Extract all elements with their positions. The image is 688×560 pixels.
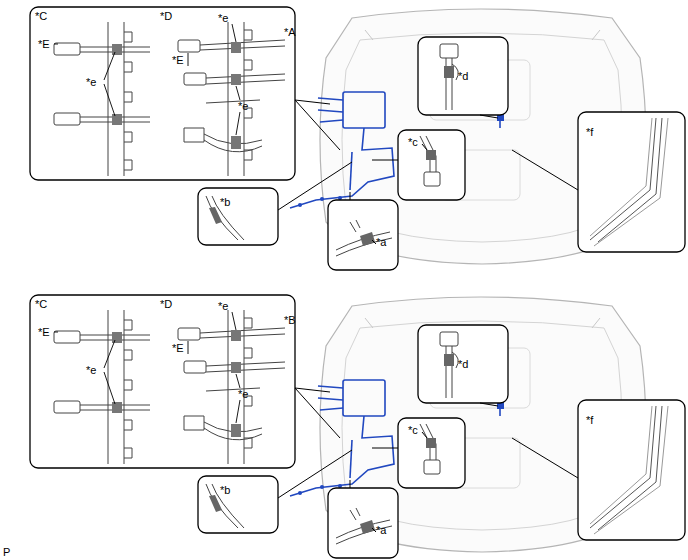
- upper-view: [30, 7, 685, 270]
- callout-label: *c: [408, 136, 418, 148]
- callout-label: *c: [408, 424, 418, 436]
- callout-label: *E: [172, 54, 184, 66]
- callout-label: *e: [86, 364, 96, 376]
- callout-label: *f: [586, 126, 593, 138]
- callout-label: *E: [38, 326, 50, 338]
- callout-label: *E: [38, 38, 50, 50]
- callout-label: *b: [220, 484, 230, 496]
- callout-label: *E: [172, 342, 184, 354]
- callout-label: *e: [238, 388, 248, 400]
- callout-label: *C: [35, 298, 47, 310]
- callout-label: *e: [238, 100, 248, 112]
- callout-label: *D: [160, 10, 172, 22]
- callout-label: *a: [376, 236, 386, 248]
- callout-label: *d: [458, 358, 468, 370]
- callout-label: *f: [586, 414, 593, 426]
- callout-label: *a: [376, 524, 386, 536]
- callout-label: P: [3, 546, 10, 558]
- callout-label: *e: [218, 300, 228, 312]
- callout-label: *B: [284, 314, 296, 326]
- callout-label: *A: [284, 26, 296, 38]
- callout-label: *d: [458, 70, 468, 82]
- lower-view: [30, 295, 685, 558]
- callout-label: *b: [220, 196, 230, 208]
- callout-label: *C: [35, 10, 47, 22]
- callout-label: *e: [86, 76, 96, 88]
- callout-label: *D: [160, 298, 172, 310]
- callout-label: *e: [218, 12, 228, 24]
